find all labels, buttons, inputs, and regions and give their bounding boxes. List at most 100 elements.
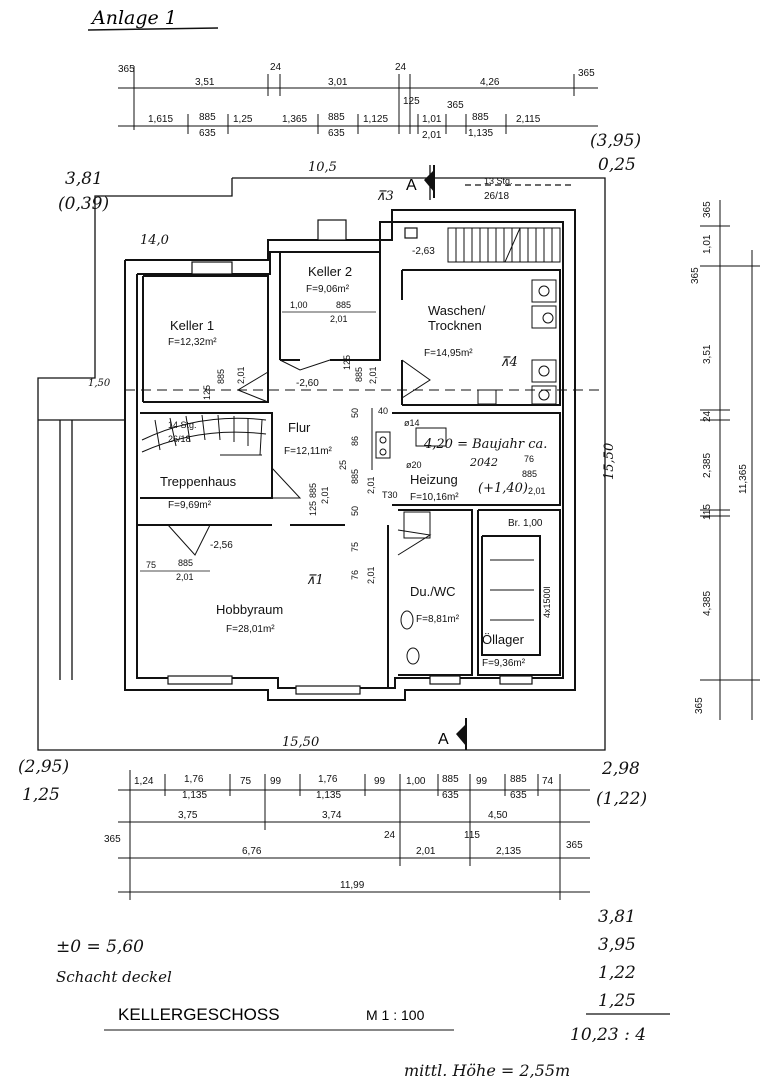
svg-text:365: 365 xyxy=(447,100,464,111)
svg-text:76: 76 xyxy=(524,454,534,464)
stairs-top xyxy=(447,227,561,263)
bottom-dimension-chains xyxy=(118,770,590,900)
svg-text:⊼4: ⊼4 xyxy=(500,355,518,370)
svg-text:2,01: 2,01 xyxy=(416,846,436,857)
room-flur: Flur xyxy=(288,420,311,435)
svg-text:1,00: 1,00 xyxy=(406,776,426,787)
svg-text:365: 365 xyxy=(690,267,701,284)
svg-text:24: 24 xyxy=(270,62,282,73)
svg-text:⊼1: ⊼1 xyxy=(306,573,324,588)
svg-text:2,01: 2,01 xyxy=(528,486,546,496)
svg-text:885: 885 xyxy=(336,300,351,310)
svg-text:4,26: 4,26 xyxy=(480,77,500,88)
svg-text:1,25: 1,25 xyxy=(22,785,60,805)
svg-text:F=9,36m²: F=9,36m² xyxy=(482,658,526,669)
svg-text:F=10,16m²: F=10,16m² xyxy=(410,492,459,503)
svg-text:6,76: 6,76 xyxy=(242,846,262,857)
svg-text:(+1,40): (+1,40) xyxy=(478,481,528,496)
svg-text:3,74: 3,74 xyxy=(322,810,342,821)
svg-text:±0 = 5,60: ±0 = 5,60 xyxy=(56,937,144,957)
svg-text:365: 365 xyxy=(118,64,135,75)
svg-text:635: 635 xyxy=(510,790,527,801)
room-waschen: Waschen/ xyxy=(428,303,486,318)
svg-text:(0,39): (0,39) xyxy=(58,194,109,214)
svg-text:26/18: 26/18 xyxy=(168,434,191,444)
svg-text:Trocknen: Trocknen xyxy=(428,318,482,333)
right-dimension-chain xyxy=(700,200,760,720)
fixtures xyxy=(375,279,557,665)
svg-text:885: 885 xyxy=(442,774,459,785)
svg-text:F=8,81m²: F=8,81m² xyxy=(416,614,460,625)
svg-text:T30: T30 xyxy=(382,490,398,500)
svg-text:F=12,11m²: F=12,11m² xyxy=(284,446,333,457)
svg-text:ø14: ø14 xyxy=(404,418,420,428)
svg-text:10,5: 10,5 xyxy=(308,160,337,175)
svg-text:F=28,01m²: F=28,01m² xyxy=(226,624,275,635)
bottom-dimension-labels: 1,24 1,76 1,135 75 99 1,76 1,135 99 1,00… xyxy=(104,774,583,891)
svg-text:15,50: 15,50 xyxy=(282,735,319,750)
room-oellager: Öllager xyxy=(482,632,525,647)
walls xyxy=(124,209,576,701)
svg-text:125: 125 xyxy=(308,501,318,516)
svg-text:2,01: 2,01 xyxy=(330,314,348,324)
svg-text:885: 885 xyxy=(350,469,360,484)
windows xyxy=(167,219,533,695)
svg-text:F=12,32m²: F=12,32m² xyxy=(168,337,217,348)
svg-text:50: 50 xyxy=(350,506,360,516)
svg-text:125: 125 xyxy=(342,355,352,370)
svg-text:1,25: 1,25 xyxy=(233,114,253,125)
svg-text:2,385: 2,385 xyxy=(702,453,713,478)
plan-scale: M 1 : 100 xyxy=(366,1007,425,1023)
svg-text:1,00: 1,00 xyxy=(290,300,308,310)
svg-text:75: 75 xyxy=(350,542,360,552)
svg-text:115: 115 xyxy=(464,830,480,841)
svg-text:885: 885 xyxy=(510,774,527,785)
svg-text:125: 125 xyxy=(403,96,420,107)
svg-text:99: 99 xyxy=(374,776,386,787)
room-labels: Keller 1 F=12,32m² Keller 2 F=9,06m² Was… xyxy=(160,264,526,669)
svg-text:885: 885 xyxy=(472,112,489,123)
svg-text:10,23 : 4: 10,23 : 4 xyxy=(570,1025,646,1045)
svg-text:2,01: 2,01 xyxy=(368,366,378,384)
svg-text:3,81: 3,81 xyxy=(598,907,636,927)
handwritten-notes: 3,81 (0,39) (3,95) 0,25 10,5 14,0 1,50 1… xyxy=(18,131,647,809)
svg-text:3,51: 3,51 xyxy=(195,77,215,88)
svg-text:885: 885 xyxy=(354,367,364,382)
svg-text:99: 99 xyxy=(476,776,488,787)
svg-text:1,615: 1,615 xyxy=(148,114,173,125)
svg-text:50: 50 xyxy=(350,408,360,418)
svg-text:2042: 2042 xyxy=(469,456,498,469)
svg-text:(3,95): (3,95) xyxy=(590,131,641,151)
svg-text:(1,22): (1,22) xyxy=(596,789,647,809)
svg-text:365: 365 xyxy=(104,834,121,845)
svg-text:885: 885 xyxy=(328,112,345,123)
svg-text:4,385: 4,385 xyxy=(702,591,713,616)
svg-text:365: 365 xyxy=(702,201,713,218)
room-treppenhaus: Treppenhaus xyxy=(160,474,237,489)
svg-text:11,99: 11,99 xyxy=(340,880,365,891)
svg-text:635: 635 xyxy=(328,128,345,139)
svg-text:1,135: 1,135 xyxy=(182,790,207,801)
svg-text:2,01: 2,01 xyxy=(176,572,194,582)
annex-title: Anlage 1 xyxy=(90,7,177,29)
svg-text:24: 24 xyxy=(702,410,713,422)
svg-text:25: 25 xyxy=(338,460,348,470)
right-dimension-labels: 365 1,01 365 3,51 24 2,385 115 4,385 365… xyxy=(690,201,749,714)
svg-text:0,25: 0,25 xyxy=(598,155,636,175)
svg-text:74: 74 xyxy=(542,776,554,787)
svg-text:3,51: 3,51 xyxy=(702,344,713,364)
svg-text:24: 24 xyxy=(384,830,396,841)
svg-text:40: 40 xyxy=(378,406,388,416)
svg-text:1,76: 1,76 xyxy=(184,774,204,785)
svg-text:2,01: 2,01 xyxy=(236,366,246,384)
svg-text:1,365: 1,365 xyxy=(282,114,307,125)
svg-text:13 Stg.: 13 Stg. xyxy=(484,176,513,186)
svg-text:4,50: 4,50 xyxy=(488,810,508,821)
room-du-wc: Du./WC xyxy=(410,584,456,599)
svg-text:885: 885 xyxy=(178,558,193,568)
svg-text:1,135: 1,135 xyxy=(316,790,341,801)
svg-text:11,365: 11,365 xyxy=(738,464,749,494)
svg-text:635: 635 xyxy=(442,790,459,801)
svg-text:1,22: 1,22 xyxy=(598,963,636,983)
svg-text:885: 885 xyxy=(308,483,318,498)
